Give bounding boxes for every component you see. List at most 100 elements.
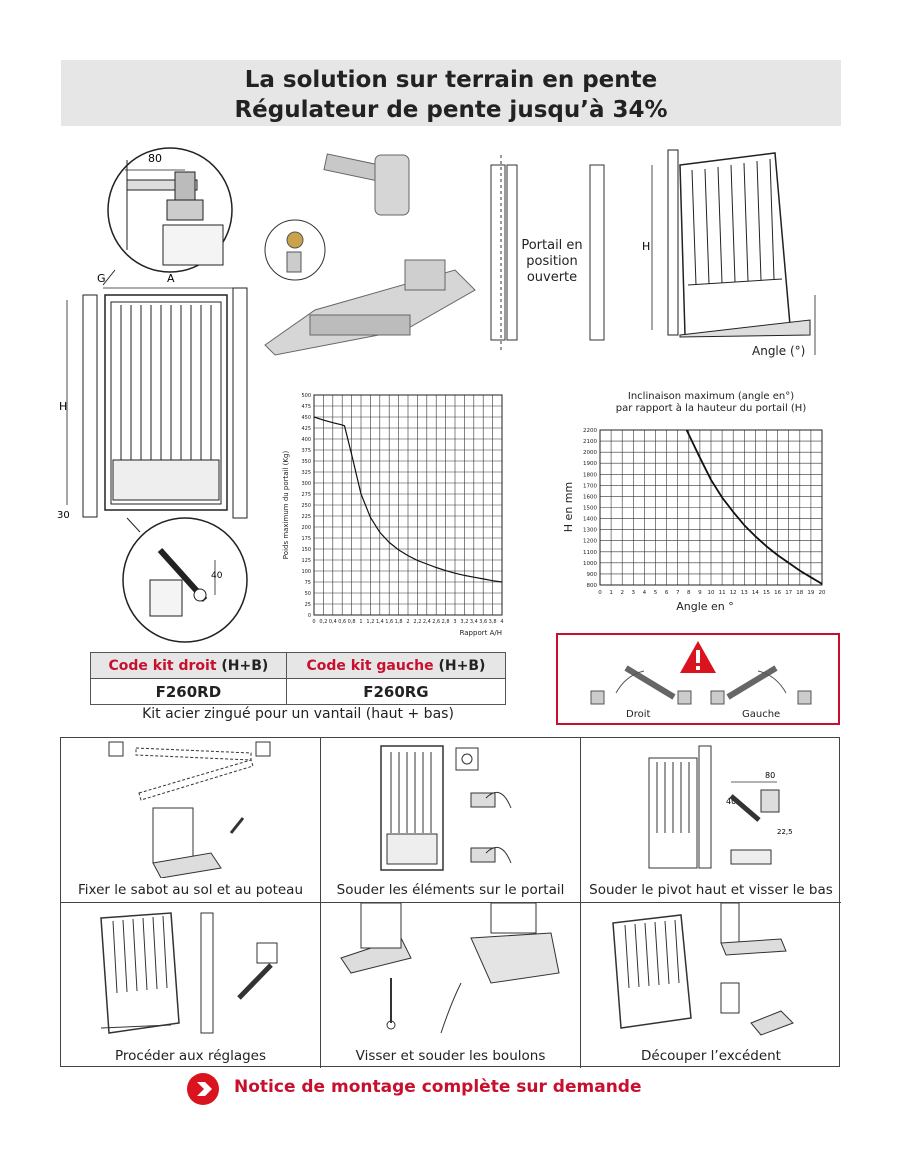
dim-h-label: H (59, 400, 67, 413)
kit-code-table: Code kit droit (H+B) Code kit gauche (H+… (90, 652, 507, 705)
warning-icon (680, 641, 716, 673)
series-line (685, 429, 823, 585)
x-tick-label: 3,2 (460, 619, 468, 625)
title-band: La solution sur terrain en pente Régulat… (61, 60, 841, 126)
warning-box: Droit Gauche (556, 633, 840, 725)
x-tick-label: 0,6 (338, 619, 346, 625)
y-tick-label: 1800 (583, 472, 597, 478)
y-tick-label: 2000 (583, 450, 597, 456)
step-4-caption: Procéder aux réglages (114, 1048, 267, 1064)
step-3: 80 40 22,5 Souder le pivot haut et visse… (581, 738, 841, 903)
dim-30-label: 30 (57, 510, 70, 521)
dim-40-label: 40 (211, 571, 223, 581)
y-tick-label: 150 (301, 547, 311, 553)
x-tick-label: 2 (620, 590, 624, 596)
step-2: Souder les éléments sur le portail (321, 738, 581, 903)
y-tick-label: 1900 (583, 461, 597, 467)
step-3-illustration: 80 40 22,5 (648, 745, 793, 869)
y-axis-label: H en mm (562, 482, 575, 532)
header-kit-left: Code kit gauche (H+B) (285, 652, 507, 679)
x-tick-label: 1 (609, 590, 613, 596)
y-tick-label: 0 (308, 613, 311, 619)
step-6: Découper l’excédent (581, 902, 841, 1068)
gate-dimension-drawing: 80 G A H 30 40 (57, 147, 248, 643)
step-1: Fixer le sabot au sol et au poteau (61, 738, 321, 903)
y-tick-label: 1600 (583, 494, 597, 500)
svg-text:40: 40 (726, 797, 736, 806)
x-tick-label: 19 (807, 590, 814, 596)
right-h-label: H (642, 240, 650, 253)
code-kit-right: F260RD (90, 678, 287, 705)
x-tick-label: 9 (698, 590, 702, 596)
plot-frame (599, 429, 823, 586)
dim-80-label: 80 (148, 152, 162, 165)
tilted-gate-drawing: H (642, 149, 816, 355)
y-tick-label: 800 (587, 583, 598, 589)
y-tick-label: 2100 (583, 439, 597, 445)
x-tick-label: 7 (676, 590, 680, 596)
y-tick-label: 250 (301, 503, 311, 509)
x-tick-label: 8 (687, 590, 691, 596)
y-tick-label: 425 (301, 426, 311, 432)
dim-g-label: G (97, 272, 106, 285)
x-tick-label: 13 (741, 590, 748, 596)
x-tick-label: 17 (785, 590, 792, 596)
x-tick-label: 4 (643, 590, 647, 596)
y-tick-label: 375 (301, 448, 311, 454)
y-tick-label: 1500 (583, 506, 597, 512)
opening-direction-diagram (590, 665, 812, 705)
x-tick-label: 2,8 (442, 619, 450, 625)
x-tick-label: 12 (730, 590, 737, 596)
y-tick-label: 1400 (583, 517, 597, 523)
x-tick-label: 1,2 (366, 619, 374, 625)
arrow-right-circle-icon (187, 1073, 219, 1105)
x-tick-label: 0 (598, 590, 602, 596)
y-tick-label: 450 (301, 415, 311, 421)
x-tick-label: 2,6 (432, 619, 440, 625)
title-line-1: La solution sur terrain en pente (244, 67, 658, 93)
open-position-caption: Portail en position ouverte (521, 238, 583, 285)
title-line-2: Régulateur de pente jusqu’à 34% (234, 97, 668, 123)
y-tick-label: 25 (305, 602, 311, 608)
step-2-caption: Souder les éléments sur le portail (336, 882, 565, 898)
open-position-posts (490, 155, 605, 350)
assembly-steps-grid: Fixer le sabot au sol et au poteau Soude… (60, 737, 841, 1068)
footer-text: Notice de montage complète sur demande (234, 1077, 642, 1097)
header-kit-right: Code kit droit (H+B) (90, 652, 287, 679)
y-tick-label: 125 (301, 558, 311, 564)
y-tick-label: 225 (301, 514, 311, 520)
x-tick-label: 20 (819, 590, 826, 596)
svg-text:22,5: 22,5 (777, 828, 793, 836)
x-tick-label: 18 (796, 590, 803, 596)
y-tick-label: 75 (305, 580, 311, 586)
chart-title-line: par rapport à la hauteur du portail (H) (616, 402, 807, 414)
step-4-illustration (100, 912, 278, 1034)
y-tick-label: 475 (301, 404, 311, 410)
step-5-caption: Visser et souder les boulons (355, 1048, 546, 1064)
label-gauche: Gauche (742, 709, 781, 720)
x-tick-label: 11 (719, 590, 726, 596)
step-6-illustration (612, 902, 794, 1036)
series-line (313, 416, 503, 583)
y-tick-label: 300 (301, 481, 311, 487)
x-tick-label: 0,2 (319, 619, 327, 625)
x-axis-label: Angle en ° (676, 600, 734, 613)
x-tick-label: 3 (453, 619, 456, 625)
x-tick-label: 14 (752, 590, 759, 596)
step-5-illustration (340, 902, 560, 1034)
label-droit: Droit (626, 709, 651, 720)
y-tick-label: 325 (301, 470, 311, 476)
y-tick-label: 1100 (583, 550, 597, 556)
y-tick-label: 175 (301, 536, 311, 542)
x-tick-label: 10 (708, 590, 715, 596)
y-tick-label: 50 (305, 591, 311, 597)
x-tick-label: 0,8 (348, 619, 356, 625)
kit-note: Kit acier zingué pour un vantail (haut +… (142, 706, 454, 722)
y-tick-label: 350 (301, 459, 311, 465)
x-tick-label: 3,8 (489, 619, 497, 625)
svg-text:80: 80 (765, 771, 775, 780)
x-tick-label: 6 (665, 590, 669, 596)
x-tick-label: 1,8 (395, 619, 403, 625)
